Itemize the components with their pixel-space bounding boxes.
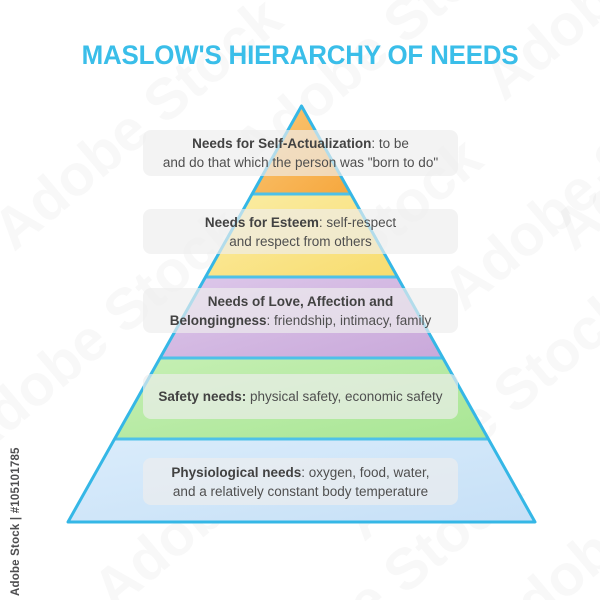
- label-line: and respect from others: [229, 233, 372, 249]
- stock-credit-watermark: Adobe Stock | #105101785: [10, 447, 22, 596]
- label-line: and do that which the person was "born t…: [162, 155, 439, 170]
- label-line: and a relatively constant body temperatu…: [172, 483, 429, 499]
- level-label-love-belongingness: Needs of Love, Affection and Belongingne…: [143, 288, 458, 333]
- level-label-esteem: Needs for Esteem: self-respect and respe…: [143, 209, 458, 254]
- level-label-self-actualization: Needs for Self-Actualization: to be and …: [143, 130, 458, 176]
- label-line: Needs of Love, Affection and: [207, 293, 394, 309]
- label-line: Needs for Self-Actualization: to be: [192, 136, 409, 151]
- label-line: Belongingness: friendship, intimacy, fam…: [169, 312, 432, 328]
- level-label-physiological: Physiological needs: oxygen, food, water…: [143, 458, 458, 505]
- level-label-safety: Safety needs: physical safety, economic …: [143, 374, 458, 419]
- label-line: Physiological needs: oxygen, food, water…: [171, 464, 430, 480]
- label-line: Safety needs: physical safety, economic …: [158, 389, 443, 404]
- page-title: MASLOW'S HIERARCHY OF NEEDS: [81, 40, 519, 70]
- label-line: Needs for Esteem: self-respect: [204, 214, 397, 230]
